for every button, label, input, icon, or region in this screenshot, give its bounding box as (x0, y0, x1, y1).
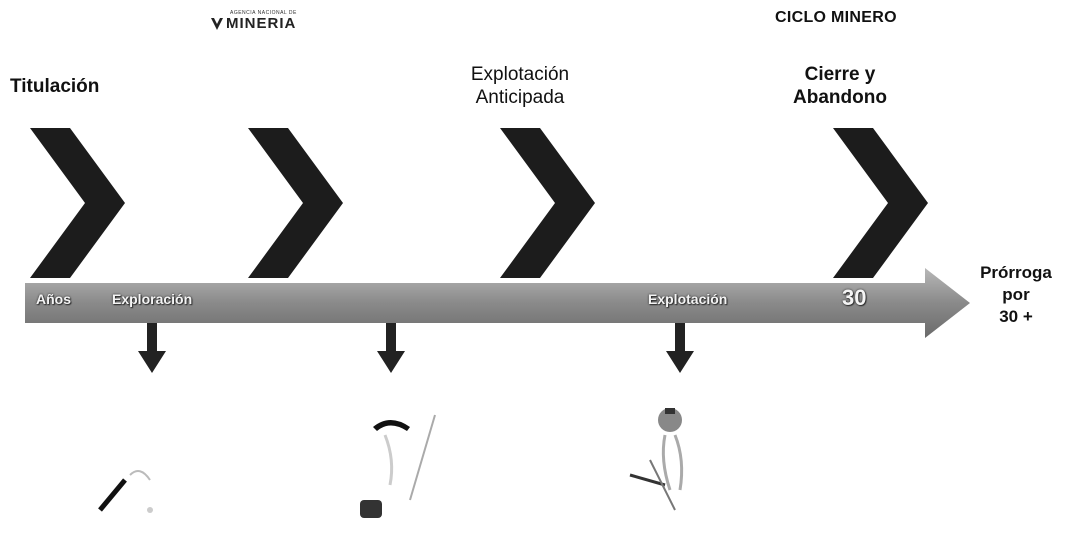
chevron-icon (30, 128, 125, 278)
stage-label-line: Anticipada (475, 87, 565, 108)
stage-label-cierre: Cierre y Abandono (765, 63, 915, 109)
miner-figure (360, 414, 436, 518)
extension-line: por (1002, 285, 1030, 304)
down-arrow-icon (666, 323, 694, 373)
chevron-icon (500, 128, 595, 278)
timeline-years-label: Años (36, 291, 71, 307)
chevron-icon (833, 128, 928, 278)
logo-subtitle: AGENCIA NACIONAL DE (230, 10, 297, 16)
timeline-exploration-label: Exploración (112, 291, 193, 307)
timeline-exploitation-label: Explotación (648, 291, 728, 307)
agency-logo: AGENCIA NACIONAL DE MINERIA (196, 8, 326, 38)
extension-line: Prórroga (980, 263, 1052, 282)
stage-label-line: Explotación (470, 64, 570, 85)
diagram-title: CICLO MINERO (775, 9, 897, 26)
stage-label-explotacion-anticipada: Explotación Anticipada (425, 63, 615, 109)
diamond-logo-icon (211, 18, 223, 30)
chevron-icon (248, 128, 343, 278)
stage-label-line: Cierre y (804, 64, 876, 85)
down-arrow-icon (138, 323, 166, 373)
timeline-end-year: 30 (842, 285, 867, 310)
logo-wordmark: MINERIA (226, 15, 297, 32)
miner-figure (629, 408, 684, 511)
extension-label: Prórroga por 30 + (968, 262, 1064, 328)
down-arrow-icon (377, 323, 405, 373)
stage-label-line: Abandono (793, 87, 887, 108)
stage-label-titulacion: Titulación (10, 76, 100, 97)
extension-line: 30 + (999, 307, 1033, 326)
miner-figure (98, 470, 153, 513)
timeline-arrow (25, 268, 970, 338)
